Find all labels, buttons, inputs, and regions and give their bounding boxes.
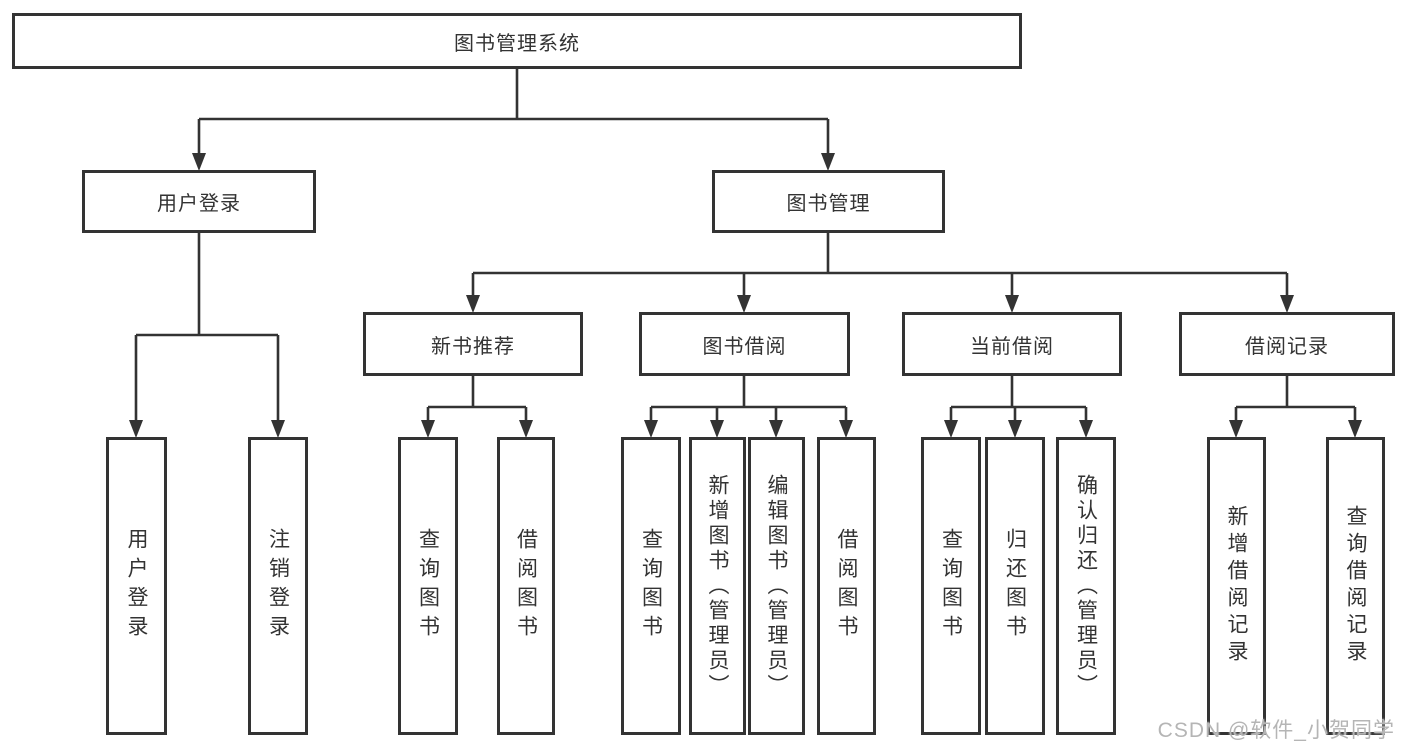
leaf-query-books-current: 查询图书 <box>921 437 981 735</box>
connector-wires <box>134 69 1357 423</box>
node-library-management-system: 图书管理系统 <box>12 13 1022 69</box>
leaf-edit-books-admin: 编辑图书（管理员） <box>748 437 805 735</box>
leaf-logout-login: 注销登录 <box>248 437 308 735</box>
leaf-query-books-recommend: 查询图书 <box>398 437 458 735</box>
node-book-borrowing: 图书借阅 <box>639 312 850 376</box>
leaf-add-books-admin: 新增图书（管理员） <box>689 437 746 735</box>
node-book-management: 图书管理 <box>712 170 945 233</box>
leaf-user-login: 用户登录 <box>106 437 167 735</box>
leaf-return-books: 归还图书 <box>985 437 1045 735</box>
leaf-add-borrow-record: 新增借阅记录 <box>1207 437 1266 735</box>
csdn-watermark: CSDN @软件_小贺同学 <box>1157 719 1395 742</box>
node-borrowing-records: 借阅记录 <box>1179 312 1395 376</box>
node-current-borrowing: 当前借阅 <box>902 312 1122 376</box>
leaf-borrow-books-borrowing: 借阅图书 <box>817 437 876 735</box>
leaf-query-borrow-record: 查询借阅记录 <box>1326 437 1385 735</box>
leaf-query-books-borrowing: 查询图书 <box>621 437 681 735</box>
arrowhead-icons <box>129 153 1362 438</box>
leaf-borrow-books-recommend: 借阅图书 <box>497 437 555 735</box>
leaf-confirm-return-admin: 确认归还（管理员） <box>1056 437 1116 735</box>
node-new-book-recommendation: 新书推荐 <box>363 312 583 376</box>
node-user-login: 用户登录 <box>82 170 316 233</box>
